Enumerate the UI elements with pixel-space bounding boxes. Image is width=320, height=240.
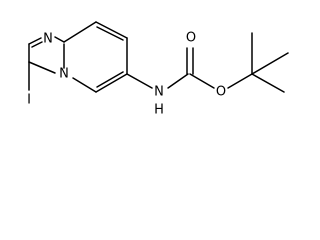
atom-h-amide: H	[154, 103, 164, 118]
atom-iodine: I	[27, 93, 31, 108]
atom-n-bridgehead: N	[59, 67, 69, 82]
carbamate-chain	[126, 32, 289, 93]
bond-c6-c5-double	[96, 71, 124, 88]
pyridine-ring	[63, 21, 128, 93]
chemical-structure: N N I N H O O	[27, 21, 289, 118]
atom-o-ester: O	[216, 85, 226, 100]
bond-cq-me-bottom	[251, 73, 285, 93]
bond-n1-c2	[28, 37, 42, 45]
bond-carbonyl-oester	[189, 73, 215, 89]
atom-n-amide: N	[154, 85, 164, 100]
bond-c6-c5	[95, 73, 128, 93]
imidazole-ring	[28, 36, 65, 74]
bond-c8-c7-double	[96, 26, 124, 41]
bond-c3-n4	[28, 61, 56, 74]
bond-c6-nh	[126, 73, 153, 89]
atom-o-carbonyl: O	[186, 31, 196, 46]
bond-c8-c7	[95, 21, 128, 39]
bond-oester-cq	[227, 73, 253, 89]
bond-c5-n4	[72, 77, 97, 93]
bond-cq-me-right	[251, 52, 289, 75]
bond-c8a-n1	[54, 36, 65, 43]
bond-n1-c2-double	[31, 41, 43, 48]
bond-c8a-c8	[63, 21, 97, 43]
bond-nh-carbonyl	[167, 73, 189, 89]
atom-n-imidazole: N	[43, 32, 53, 47]
